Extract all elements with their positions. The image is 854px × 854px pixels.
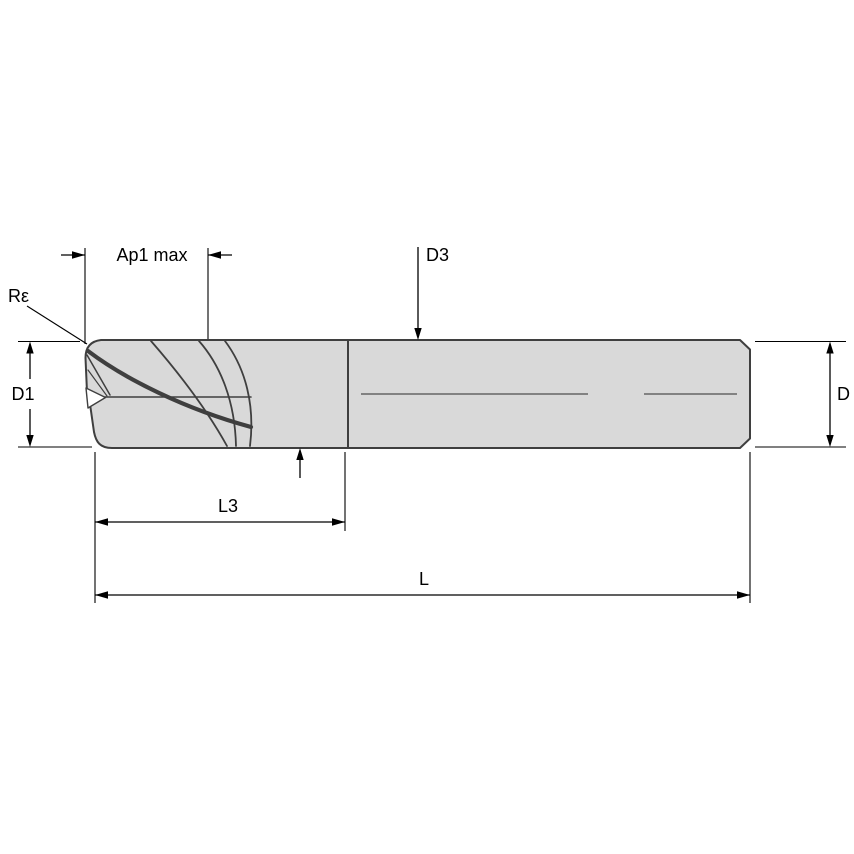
arrowhead — [72, 251, 85, 259]
leader-corner-radius: Rε — [8, 286, 88, 345]
dimension-d: D — [755, 340, 850, 448]
dimension-ap1-max: Ap1 max — [61, 245, 232, 344]
label-l: L — [419, 569, 429, 589]
label-d1: D1 — [11, 384, 34, 404]
arrowhead — [737, 591, 750, 599]
arrowhead — [826, 341, 834, 354]
tip-gash-notch — [85, 387, 107, 409]
dimension-l: L — [94, 452, 751, 603]
arrowhead — [296, 448, 304, 460]
arrowhead — [414, 328, 422, 340]
arrowhead — [332, 518, 345, 526]
arrowhead — [95, 518, 108, 526]
arrowhead — [95, 591, 108, 599]
flute-curves — [85, 340, 254, 447]
arrowhead — [26, 435, 34, 447]
arrowhead — [208, 251, 221, 259]
dimension-d3: D3 — [296, 245, 449, 478]
label-corner-radius: Rε — [8, 286, 29, 306]
label-d3: D3 — [426, 245, 449, 265]
dimension-l3: L3 — [95, 452, 346, 531]
arrowhead — [826, 435, 834, 447]
dimension-d1: D1 — [11, 340, 92, 448]
cutter-head — [84, 339, 349, 449]
tool-body — [84, 339, 751, 449]
arrowhead — [26, 341, 34, 354]
label-d: D — [837, 384, 850, 404]
label-l3: L3 — [218, 496, 238, 516]
label-ap1-max: Ap1 max — [116, 245, 187, 265]
